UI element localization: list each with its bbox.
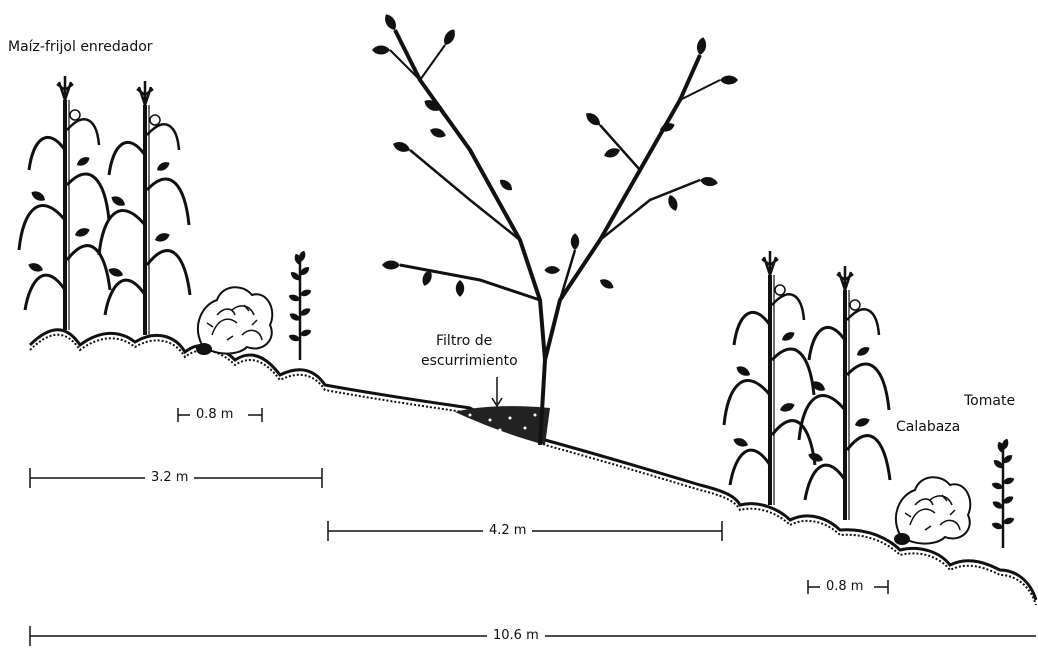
tree — [390, 30, 720, 445]
runoff-filter — [455, 406, 550, 445]
ground-profile — [30, 330, 1036, 600]
right-corn-plant-1 — [724, 251, 815, 505]
dim-total-label: 10.6 m — [487, 628, 545, 644]
maiz-frijol-label: Maíz-frijol enredador — [8, 38, 153, 56]
dim-left-row-label: 0.8 m — [190, 407, 239, 423]
filtro-label-line1: Filtro de — [436, 332, 492, 350]
tomate-label: Tomate — [964, 392, 1015, 410]
left-tomato-plant — [288, 250, 313, 360]
left-corn-plant-1 — [19, 76, 110, 330]
left-corn-plant-2 — [99, 81, 190, 335]
right-tomato-plant — [991, 438, 1016, 548]
dim-right-row-label: 0.8 m — [820, 579, 869, 595]
dim-slope-label: 4.2 m — [483, 523, 532, 539]
filtro-label-line2: escurrimiento — [421, 352, 518, 370]
left-squash-plant — [196, 287, 272, 355]
tree-leaves — [372, 12, 738, 297]
dim-left-terrace-label: 3.2 m — [145, 470, 194, 486]
right-squash-plant — [894, 477, 970, 545]
calabaza-label: Calabaza — [896, 418, 960, 436]
